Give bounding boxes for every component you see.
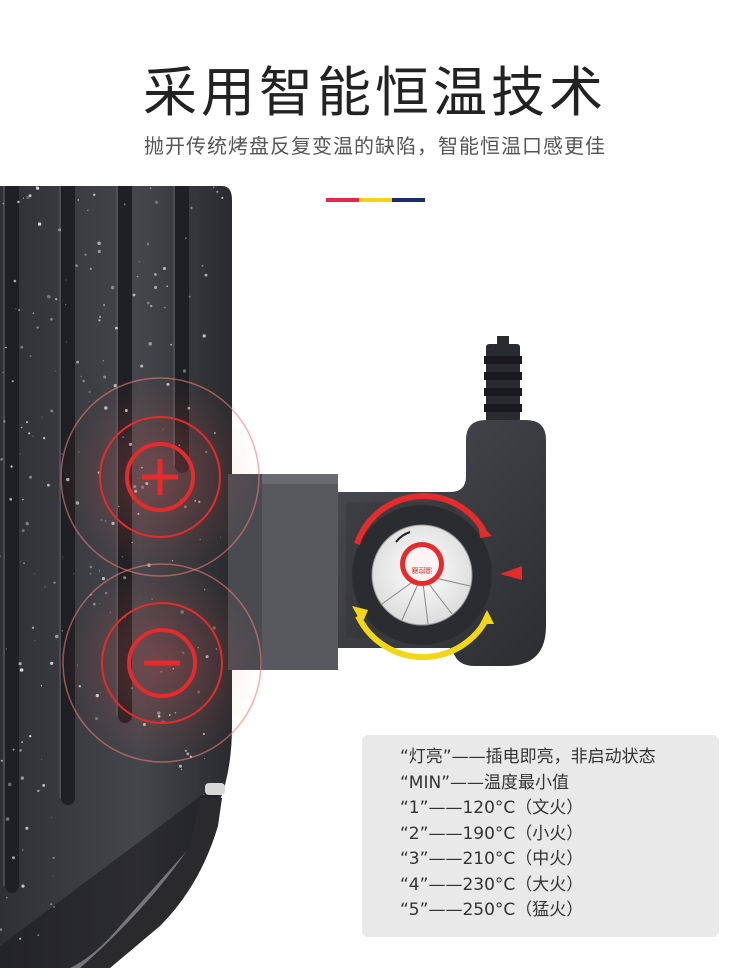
legend-dash: —— <box>450 772 485 793</box>
product-illustration: 温控器 <box>0 186 546 968</box>
knob-center-label: 温控器 <box>412 566 433 575</box>
legend-row: “4”——230°C（大火） <box>400 873 719 899</box>
legend-desc: 温度最小值 <box>484 772 570 793</box>
legend-key: “4” <box>400 874 429 895</box>
plus-control <box>60 377 260 577</box>
legend-row: “2”——190°C（小火） <box>400 822 719 848</box>
legend-row: “1”——120°C（文火） <box>400 796 719 822</box>
page-title: 采用智能恒温技术 <box>143 61 607 124</box>
legend-dash: —— <box>428 849 463 869</box>
legend-desc: 230°C（大火） <box>462 874 584 895</box>
legend-dash: —— <box>428 823 463 844</box>
legend-key: “3” <box>400 849 429 869</box>
legend-row: “5”——250°C（猛火） <box>400 898 719 924</box>
legend-row: “灯亮”——插电即亮，非启动状态 <box>400 745 719 771</box>
stripe-red <box>326 198 359 202</box>
legend-desc: 190°C（小火） <box>462 823 584 844</box>
plus-icon <box>142 459 178 495</box>
stripe-navy <box>392 198 425 202</box>
legend-row: “3”——210°C（中火） <box>400 847 719 873</box>
legend-key: “1” <box>400 798 429 818</box>
stripe-yellow <box>359 198 392 202</box>
legend-desc: 120°C（文火） <box>462 798 584 818</box>
indicator-light-icon <box>500 566 522 580</box>
power-plug <box>484 336 522 422</box>
legend-dash: —— <box>428 798 463 818</box>
legend-key: “MIN” <box>400 772 451 793</box>
legend-desc: 250°C（猛火） <box>462 900 584 920</box>
legend-desc: 210°C（中火） <box>462 849 584 869</box>
legend-key: “5” <box>400 900 429 920</box>
temperature-legend: “灯亮”——插电即亮，非启动状态 “MIN”——温度最小值 “1”——120°C… <box>362 735 719 937</box>
temperature-controller: 温控器 <box>338 420 546 666</box>
legend-key: “2” <box>400 823 429 844</box>
legend-key: “灯亮” <box>400 747 452 767</box>
color-stripes <box>326 198 425 202</box>
legend-dash: —— <box>451 747 486 767</box>
legend-desc: 插电即亮，非启动状态 <box>485 747 656 767</box>
legend-dash: —— <box>428 900 463 920</box>
legend-row: “MIN”——温度最小值 <box>400 771 719 797</box>
minus-control <box>62 563 262 763</box>
page-subtitle: 抛开传统烤盘反复变温的缺陷，智能恒温口感更佳 <box>144 134 606 158</box>
legend-dash: —— <box>428 874 463 895</box>
